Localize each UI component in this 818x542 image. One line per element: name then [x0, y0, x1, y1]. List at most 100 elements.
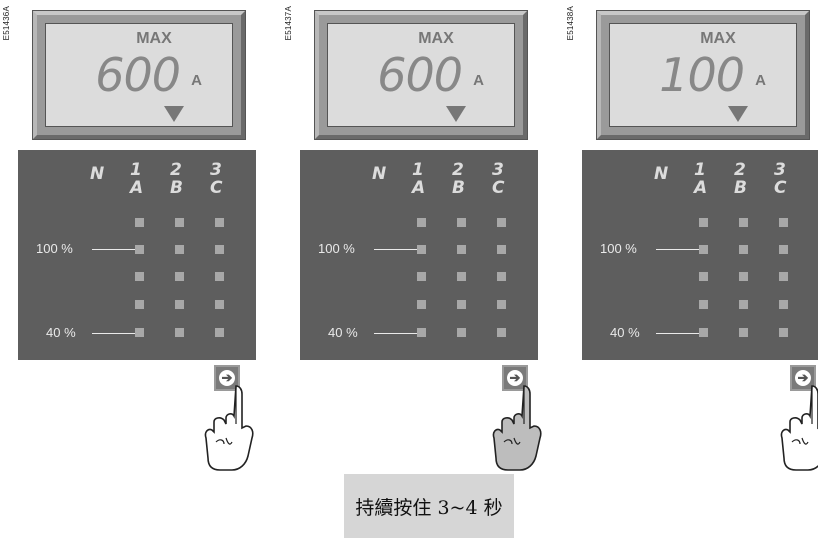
pressing-hand-icon [492, 385, 542, 471]
led-indicator [175, 245, 184, 254]
phase-2-number: 2 [170, 160, 182, 180]
led-indicator [699, 300, 708, 309]
led-indicator [497, 218, 506, 227]
down-arrow-icon [446, 106, 466, 122]
led-indicator [135, 328, 144, 337]
phase-2-letter: B [734, 178, 747, 198]
led-indicator [699, 245, 708, 254]
led-indicator [457, 300, 466, 309]
led-indicator [215, 218, 224, 227]
scale-40-line [92, 333, 136, 334]
led-indicator [739, 218, 748, 227]
display-frame: MAX 600 A [314, 10, 528, 140]
phase-2-letter: B [170, 178, 183, 198]
phase-1-number: 1 [694, 160, 706, 180]
unit-label: A [191, 72, 202, 89]
phase-3-letter: C [210, 178, 223, 198]
figure-code: E51436A [2, 6, 11, 41]
max-label: MAX [418, 30, 454, 47]
led-indicator [457, 328, 466, 337]
scroll-button[interactable]: ➔ [790, 365, 816, 391]
led-indicator [779, 218, 788, 227]
phase-1-letter: A [130, 178, 144, 198]
phase-n-label: N [90, 164, 105, 184]
phase-2-number: 2 [734, 160, 746, 180]
led-indicator [739, 328, 748, 337]
led-indicator [699, 272, 708, 281]
phase-n-label: N [372, 164, 387, 184]
phase-1-letter: A [694, 178, 708, 198]
led-indicator [779, 245, 788, 254]
phase-1-number: 1 [130, 160, 142, 180]
led-indicator [175, 328, 184, 337]
scale-100-label: 100 % [600, 241, 637, 256]
panel-2: E51437A MAX 600 A N 1 A 2 B 3 C 100 % 40… [282, 0, 542, 471]
phase-3-number: 3 [492, 160, 504, 180]
pressing-hand-icon [780, 385, 818, 471]
led-indicator [497, 245, 506, 254]
bargraph-panel: N 1 A 2 B 3 C 100 % 40 % [18, 150, 256, 360]
lcd-screen: MAX 600 A [45, 23, 233, 127]
led-indicator [135, 300, 144, 309]
phase-3-letter: C [774, 178, 787, 198]
max-label: MAX [136, 30, 172, 47]
scroll-button[interactable]: ➔ [214, 365, 240, 391]
phase-3-letter: C [492, 178, 505, 198]
phase-1-letter: A [412, 178, 426, 198]
figure-code: E51438A [566, 6, 575, 41]
current-value: 600 [95, 48, 181, 102]
led-indicator [497, 272, 506, 281]
led-indicator [417, 300, 426, 309]
led-indicator [457, 245, 466, 254]
panel-3: E51438A MAX 100 A N 1 A 2 B 3 C 100 % 40… [564, 0, 818, 471]
led-indicator [215, 272, 224, 281]
led-indicator [175, 300, 184, 309]
scale-40-line [656, 333, 700, 334]
led-indicator [215, 245, 224, 254]
scale-40-label: 40 % [610, 325, 640, 340]
current-value: 600 [377, 48, 463, 102]
phase-n-label: N [654, 164, 669, 184]
scale-100-line [92, 249, 136, 250]
led-indicator [779, 272, 788, 281]
led-indicator [739, 245, 748, 254]
led-indicator [417, 272, 426, 281]
phase-3-number: 3 [210, 160, 222, 180]
display-frame: MAX 100 A [596, 10, 810, 140]
unit-label: A [473, 72, 484, 89]
arrow-right-icon: ➔ [507, 370, 523, 386]
led-indicator [135, 272, 144, 281]
scale-40-label: 40 % [328, 325, 358, 340]
led-indicator [779, 328, 788, 337]
phase-3-number: 3 [774, 160, 786, 180]
led-indicator [417, 328, 426, 337]
scale-100-label: 100 % [318, 241, 355, 256]
led-indicator [215, 328, 224, 337]
scale-40-label: 40 % [46, 325, 76, 340]
scale-100-label: 100 % [36, 241, 73, 256]
figure-code: E51437A [284, 6, 293, 41]
phase-1-number: 1 [412, 160, 424, 180]
scale-40-line [374, 333, 418, 334]
bargraph-panel: N 1 A 2 B 3 C 100 % 40 % [582, 150, 818, 360]
lcd-screen: MAX 100 A [609, 23, 797, 127]
led-indicator [215, 300, 224, 309]
led-indicator [457, 272, 466, 281]
led-indicator [497, 300, 506, 309]
instruction-caption: 持續按住 3~4 秒 [344, 474, 514, 538]
scale-100-line [374, 249, 418, 250]
unit-label: A [755, 72, 766, 89]
down-arrow-icon [164, 106, 184, 122]
led-indicator [175, 272, 184, 281]
arrow-right-icon: ➔ [795, 370, 811, 386]
led-indicator [135, 218, 144, 227]
scale-100-line [656, 249, 700, 250]
current-value: 100 [659, 48, 745, 102]
bargraph-panel: N 1 A 2 B 3 C 100 % 40 % [300, 150, 538, 360]
phase-2-number: 2 [452, 160, 464, 180]
led-indicator [497, 328, 506, 337]
pressing-hand-icon [204, 385, 254, 471]
phase-2-letter: B [452, 178, 465, 198]
down-arrow-icon [728, 106, 748, 122]
led-indicator [135, 245, 144, 254]
